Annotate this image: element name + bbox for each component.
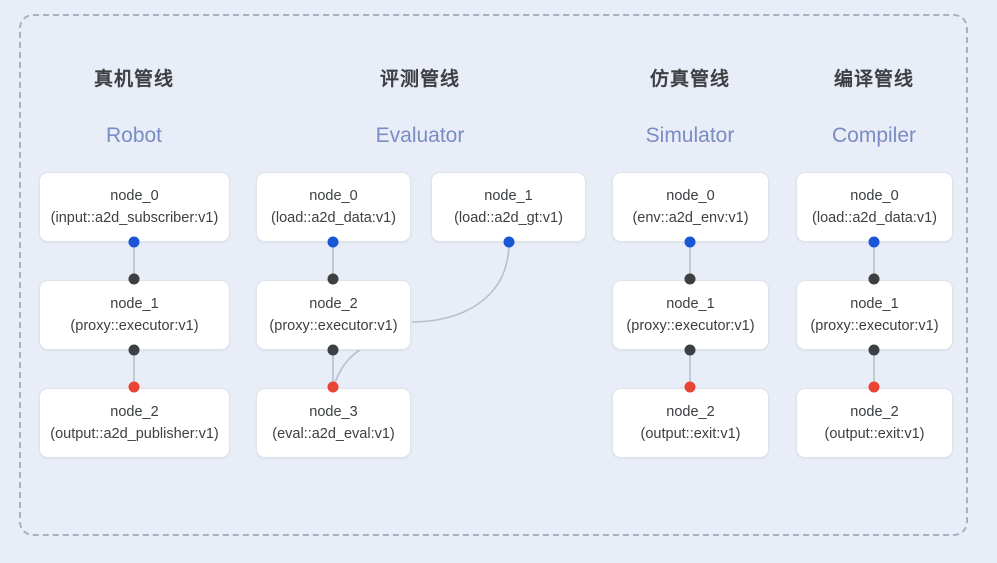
port-output-simulator-0[interactable] [684,236,696,248]
node-name: node_2 [309,295,358,312]
node-type: (proxy::executor:v1) [70,317,199,334]
column-title-robot: 真机管线 [93,69,174,90]
node-name: node_0 [850,187,899,204]
column-title-evaluator: 评测管线 [379,69,460,90]
port-input-evaluator-3[interactable] [327,381,339,393]
column-subtitle-simulator: Simulator [645,124,735,147]
column-subtitle-compiler: Compiler [831,124,917,147]
node-type: (output::exit:v1) [640,425,741,442]
port-output-evaluator-0[interactable] [327,236,339,248]
node-type: (load::a2d_data:v1) [271,209,396,226]
node-simulator-2[interactable]: node_2 (output::exit:v1) [612,388,769,458]
port-output-robot-0[interactable] [128,236,140,248]
node-name: node_1 [484,187,533,204]
node-name: node_3 [309,403,358,420]
column-title-compiler: 编译管线 [833,69,914,90]
node-name: node_0 [666,187,715,204]
node-type: (proxy::executor:v1) [810,317,939,334]
port-output-evaluator-1[interactable] [503,236,515,248]
node-type: (proxy::executor:v1) [269,317,398,334]
node-simulator-0[interactable]: node_0 (env::a2d_env:v1) [612,172,769,242]
node-type: (load::a2d_gt:v1) [454,209,563,226]
node-compiler-2[interactable]: node_2 (output::exit:v1) [796,388,953,458]
node-compiler-1[interactable]: node_1 (proxy::executor:v1) [796,280,953,350]
column-title-simulator: 仿真管线 [649,69,730,90]
node-name: node_0 [309,187,358,204]
port-input-robot-1[interactable] [128,273,140,285]
diagram-frame [19,14,968,536]
node-type: (env::a2d_env:v1) [632,209,749,226]
node-evaluator-0[interactable]: node_0 (load::a2d_data:v1) [256,172,411,242]
node-name: node_1 [850,295,899,312]
port-input-simulator-1[interactable] [684,273,696,285]
column-subtitle-evaluator: Evaluator [375,124,465,147]
node-name: node_2 [110,403,159,420]
port-output-compiler-0[interactable] [868,236,880,248]
node-type: (input::a2d_subscriber:v1) [50,209,219,226]
node-robot-2[interactable]: node_2 (output::a2d_publisher:v1) [39,388,230,458]
port-input-robot-2[interactable] [128,381,140,393]
node-type: (output::a2d_publisher:v1) [50,425,219,442]
node-name: node_0 [110,187,159,204]
port-output-simulator-1[interactable] [684,344,696,356]
port-input-evaluator-2[interactable] [327,273,339,285]
node-type: (output::exit:v1) [824,425,925,442]
node-evaluator-1[interactable]: node_1 (load::a2d_gt:v1) [431,172,586,242]
node-robot-1[interactable]: node_1 (proxy::executor:v1) [39,280,230,350]
node-evaluator-2[interactable]: node_2 (proxy::executor:v1) [256,280,411,350]
port-output-evaluator-2[interactable] [327,344,339,356]
node-name: node_2 [850,403,899,420]
node-compiler-0[interactable]: node_0 (load::a2d_data:v1) [796,172,953,242]
node-type: (load::a2d_data:v1) [812,209,937,226]
node-simulator-1[interactable]: node_1 (proxy::executor:v1) [612,280,769,350]
node-robot-0[interactable]: node_0 (input::a2d_subscriber:v1) [39,172,230,242]
node-type: (proxy::executor:v1) [626,317,755,334]
node-type: (eval::a2d_eval:v1) [272,425,395,442]
port-input-simulator-2[interactable] [684,381,696,393]
port-output-robot-1[interactable] [128,344,140,356]
port-input-compiler-1[interactable] [868,273,880,285]
node-name: node_1 [666,295,715,312]
port-input-compiler-2[interactable] [868,381,880,393]
node-evaluator-3[interactable]: node_3 (eval::a2d_eval:v1) [256,388,411,458]
node-name: node_1 [110,295,159,312]
node-name: node_2 [666,403,715,420]
column-subtitle-robot: Robot [105,124,163,147]
port-output-compiler-1[interactable] [868,344,880,356]
